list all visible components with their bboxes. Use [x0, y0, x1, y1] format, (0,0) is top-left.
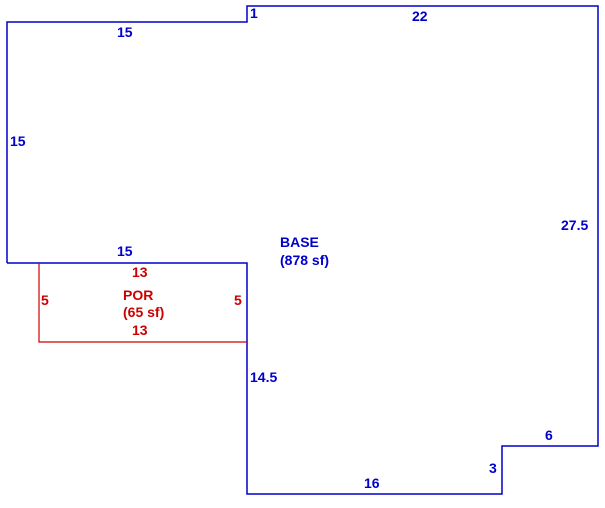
base-dim-right: 27.5 [561, 217, 588, 233]
base-dim-notch-horizontal: 6 [545, 427, 553, 443]
base-dim-left: 15 [10, 133, 26, 149]
porch-area-size: (65 sf) [123, 304, 164, 320]
base-dim-inner-vertical: 14.5 [250, 369, 277, 385]
porch-dim-right: 5 [234, 292, 242, 308]
base-dim-bottom-left: 15 [117, 243, 133, 259]
base-dim-bottom: 16 [364, 475, 380, 491]
porch-area-name: POR [123, 287, 153, 303]
base-area-name: BASE [280, 234, 319, 250]
porch-outline [38, 263, 247, 343]
porch-dim-left: 5 [41, 292, 49, 308]
base-outline [6, 5, 599, 495]
porch-dim-bottom: 13 [132, 322, 148, 338]
porch-dim-top: 13 [132, 264, 148, 280]
base-dim-top-left: 15 [117, 24, 133, 40]
base-area-size: (878 sf) [280, 252, 329, 268]
base-dim-notch-vertical: 3 [489, 460, 497, 476]
base-dim-top: 22 [412, 8, 428, 24]
base-dim-top-step: 1 [250, 5, 258, 21]
